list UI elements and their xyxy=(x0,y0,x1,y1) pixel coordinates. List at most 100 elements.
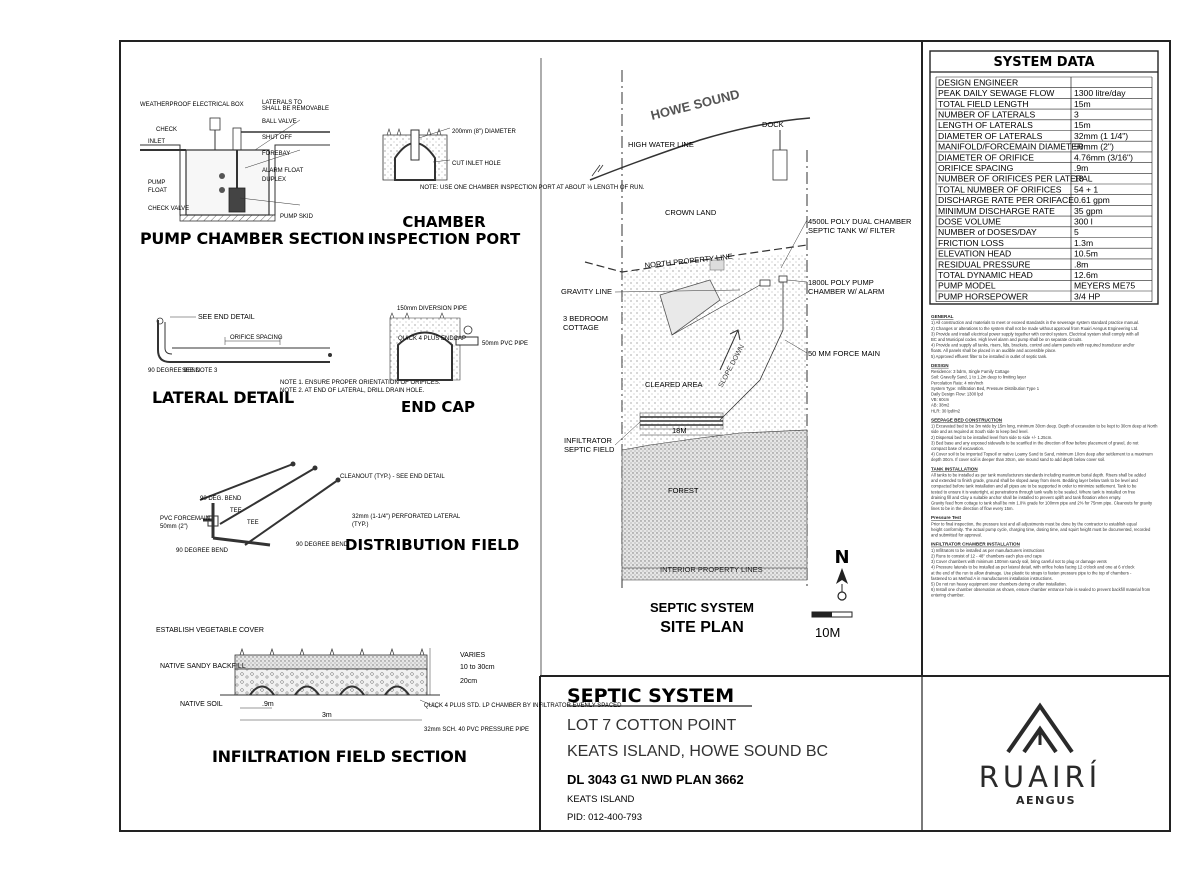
logo-name: RUAIRÍ xyxy=(979,760,1101,794)
system-data-label: PEAK DAILY SEWAGE FLOW xyxy=(938,88,1055,98)
infiltration-title: INFILTRATION FIELD SECTION xyxy=(212,747,467,766)
system-data-value: .9m xyxy=(1074,163,1088,173)
system-data-label: NUMBER OF ORIFICES PER LATERAL xyxy=(938,174,1093,184)
title-block: SEPTIC SYSTEM LOT 7 COTTON POINT KEATS I… xyxy=(567,685,1101,823)
site-plan-title-2: SITE PLAN xyxy=(660,619,744,636)
infiltration-section-drawing: ESTABLISH VEGETABLE COVER NATIVE SANDY B… xyxy=(156,627,622,733)
site-plan-title-1: SEPTIC SYSTEM xyxy=(650,600,754,615)
notes-heading: SEEPAGE BED CONSTRUCTION xyxy=(931,417,1003,422)
site-label-dock: DOCK xyxy=(762,120,784,129)
notes-item: 5) Do not run heavy equipment over chamb… xyxy=(931,582,1067,587)
pump-chamber-label: LATERALS TO xyxy=(262,100,302,106)
lateral-title: LATERAL DETAIL xyxy=(152,388,294,407)
distribution-label: 32mm (1-1/4") PERFORATED LATERAL xyxy=(352,514,461,520)
site-label-cottage-2: COTTAGE xyxy=(563,323,599,332)
infiltration-label: 20cm xyxy=(460,678,477,685)
system-data-label: RESIDUAL PRESSURE xyxy=(938,259,1031,269)
title-block-pid: PID: 012-400-793 xyxy=(567,812,642,823)
pump-chamber-label: BALL VALVE xyxy=(262,119,297,125)
notes-item: 2) Dispersal bed to be installed level f… xyxy=(931,435,1052,440)
site-plan: HOWE SOUND DOCK HIGH WATER LINE CROWN LA… xyxy=(540,58,912,676)
distribution-label: 90 DEG. BEND xyxy=(200,496,242,502)
notes-item: 1) Infiltrators to be installed as per m… xyxy=(931,548,1044,553)
pump-chamber-label: FLOAT xyxy=(148,188,167,194)
site-label-pump-chamber-2: CHAMBER W/ ALARM xyxy=(808,287,884,296)
notes-item: 3) Bed base and any exposed sidewalls to… xyxy=(931,440,1139,451)
logo-sub: AENGUS xyxy=(1016,794,1076,807)
pump-chamber-label: CHECK VALVE xyxy=(148,206,189,212)
notes-item: 1) All construction and materials to mee… xyxy=(931,320,1139,325)
notes-item: 4) Cover soil to be imported Topsoil or … xyxy=(931,452,1153,463)
system-data-label: LENGTH OF LATERALS xyxy=(938,120,1033,130)
inspection-port-label: CUT INLET HOLE xyxy=(452,161,501,167)
infiltration-label: VARIES xyxy=(460,652,485,659)
ruairi-logo-icon xyxy=(1006,702,1074,754)
distribution-label: PVC FORCEMAIN xyxy=(160,516,210,522)
pump-chamber-title: PUMP CHAMBER SECTION xyxy=(140,229,364,248)
system-data-value: 1.3m xyxy=(1074,238,1093,248)
inspection-port-note: NOTE: USE ONE CHAMBER INSPECTION PORT AT… xyxy=(420,185,645,191)
lateral-label: SEE NOTE 3 xyxy=(182,368,218,374)
notes-item: AB: 38m2 xyxy=(931,403,950,408)
sheet-border xyxy=(119,40,1171,832)
system-data-label: DISCHARGE RATE PER ORIFACE xyxy=(938,195,1074,205)
notes-item: VB: 60cm xyxy=(931,397,950,402)
north-arrow-icon xyxy=(836,568,848,584)
pump-chamber-label: FOREBAY xyxy=(262,151,290,157)
system-data-label: PUMP HORSEPOWER xyxy=(938,291,1028,301)
system-data-value: 3 xyxy=(1074,110,1079,120)
notes-item: 3) Cover chambers with minimum 100mm san… xyxy=(931,559,1107,564)
site-label-septic-tank-1: 4500L POLY DUAL CHAMBER xyxy=(808,217,912,226)
distribution-label: 50mm (2") xyxy=(160,524,188,530)
pump-chamber-label: WEATHERPROOF ELECTRICAL BOX xyxy=(140,102,244,108)
end-cap-label: 50mm PVC PIPE xyxy=(482,341,528,347)
end-cap-label: QUICK 4 PLUS ENDCAP xyxy=(398,336,466,342)
distribution-label: 90 DEGREE BEND xyxy=(176,548,229,554)
notes-heading: INFILTRATOR CHAMBER INSTALLATION xyxy=(931,542,1021,547)
pump-chamber-label: DUPLEX xyxy=(262,177,286,183)
site-label-septic-tank-2: SEPTIC TANK W/ FILTER xyxy=(808,226,896,235)
north-arrow-label: N xyxy=(834,547,849,568)
notes-item: 3) Provide and install electrical power … xyxy=(931,331,1139,342)
lateral-note: NOTE 2. AT END OF LATERAL, DRILL DRAIN H… xyxy=(280,388,424,394)
lateral-label: 90 DEGREE BEND xyxy=(148,368,201,374)
inspection-port-label: 200mm (8") DIAMETER xyxy=(452,129,516,135)
site-label-cottage-1: 3 BEDROOM xyxy=(563,314,608,323)
system-data-label: DOSE VOLUME xyxy=(938,217,1001,227)
title-block-lot: LOT 7 COTTON POINT xyxy=(567,717,736,734)
site-label-gravity-line: GRAVITY LINE xyxy=(561,287,612,296)
system-data-value: MEYERS ME75 xyxy=(1074,281,1135,291)
system-data-label: TOTAL NUMBER OF ORIFICES xyxy=(938,184,1062,194)
notes-item: 4) Provide and supply all tanks, risers,… xyxy=(931,343,1135,354)
notes-item: HLR: 30 lpd/m2 xyxy=(931,408,961,413)
lateral-label: ORIFICE SPACING xyxy=(230,335,283,341)
end-cap-drawing: 150mm DIVERSION PIPE QUICK 4 PLUS ENDCAP… xyxy=(389,306,528,381)
pump-chamber-label: SHALL BE REMOVABLE xyxy=(262,106,329,112)
distribution-label: 90 DEGREE BEND xyxy=(296,542,349,548)
site-label-force-main: 50 MM FORCE MAIN xyxy=(808,349,880,358)
site-label-crown-land: CROWN LAND xyxy=(665,208,717,217)
system-data-value: 35 gpm xyxy=(1074,206,1103,216)
infiltration-label: 32mm SCH. 40 PVC PRESSURE PIPE xyxy=(424,727,529,733)
distribution-label: CLEANOUT (TYP.) - SEE END DETAIL xyxy=(340,474,445,480)
system-data-value: 3/4 HP xyxy=(1074,291,1101,301)
pump-chamber-label: INLET xyxy=(148,139,165,145)
infiltration-label: .9m xyxy=(262,701,274,708)
distribution-label: TEE xyxy=(230,508,242,514)
system-data-label: DESIGN ENGINEER xyxy=(938,77,1018,87)
system-data-value: 12.6m xyxy=(1074,270,1098,280)
system-data-label: TOTAL FIELD LENGTH xyxy=(938,99,1029,109)
system-data-label: MINIMUM DISCHARGE RATE xyxy=(938,206,1055,216)
system-data-value: 32mm (1 1/4") xyxy=(1074,131,1128,141)
system-data-title: SYSTEM DATA xyxy=(993,55,1094,70)
system-data-label: NUMBER OF LATERALS xyxy=(938,110,1036,120)
title-block-location: KEATS ISLAND, HOWE SOUND BC xyxy=(567,743,828,760)
notes-item: Soil: Gravelly Sand, 1 to 1.2m deep to l… xyxy=(931,375,1027,380)
notes-item: 4) Pressure laterals to be installed as … xyxy=(931,565,1135,581)
system-data-label: NUMBER of DOSES/DAY xyxy=(938,227,1037,237)
system-data-value: 10.5m xyxy=(1074,249,1098,259)
